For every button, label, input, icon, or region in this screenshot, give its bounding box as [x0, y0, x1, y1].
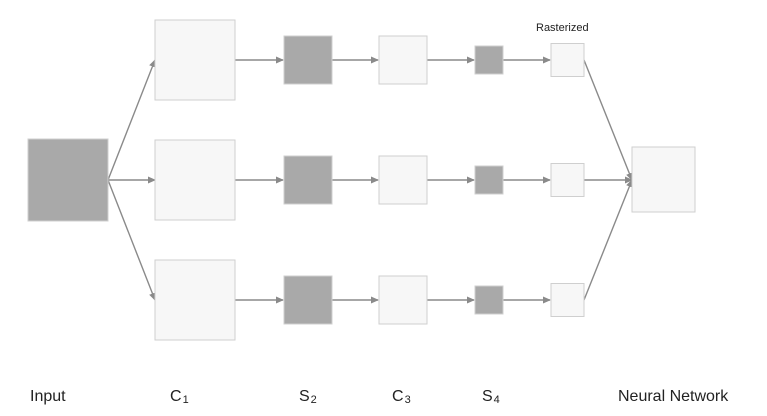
bottom-rasterized-to-nn-arrow [583, 179, 633, 301]
rasterized-label: Rasterized [536, 22, 589, 34]
input-to-top-c1-arrow [107, 59, 156, 181]
input-label: Input [30, 388, 66, 405]
top-s2-box [283, 35, 333, 85]
neural-network-box [631, 146, 696, 213]
top-s4-box [474, 45, 504, 75]
bottom-c1-box [154, 259, 236, 341]
c3-label: C3 [392, 388, 411, 406]
middle-rasterized-box [550, 163, 585, 197]
top-rasterized-box [550, 43, 585, 77]
bottom-rasterized-box [550, 283, 585, 317]
middle-c3-box [378, 155, 428, 205]
top-rasterized-to-nn-arrow [583, 59, 633, 181]
input-box [27, 138, 109, 222]
s2-label: S2 [299, 388, 317, 406]
bottom-s4-box [474, 285, 504, 315]
layer-boxes [27, 19, 696, 341]
bottom-c3-box [378, 275, 428, 325]
top-c3-box [378, 35, 428, 85]
middle-s4-box [474, 165, 504, 195]
input-to-bottom-c1-arrow [107, 179, 156, 301]
middle-s2-box [283, 155, 333, 205]
top-c1-box [154, 19, 236, 101]
middle-c1-box [154, 139, 236, 221]
c1-label: C1 [170, 388, 189, 406]
connection-arrows [107, 56, 633, 304]
s4-label: S4 [482, 388, 500, 406]
bottom-s2-box [283, 275, 333, 325]
neural-network-label: Neural Network [618, 388, 729, 405]
